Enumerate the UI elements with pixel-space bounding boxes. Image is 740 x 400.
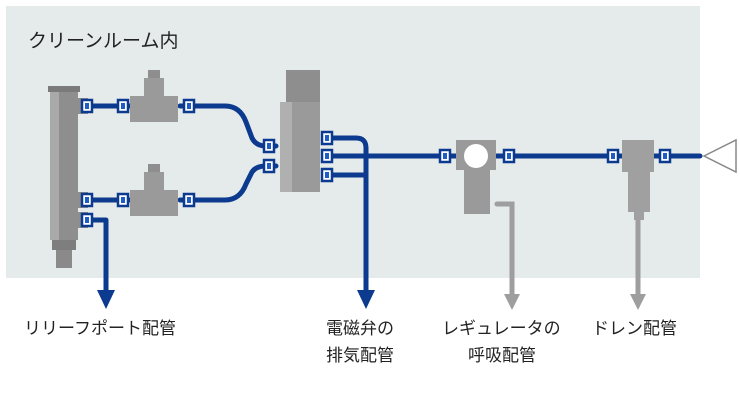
label-regulator-breather-2: 呼吸配管 <box>468 346 536 366</box>
label-solenoid-exhaust-2: 排気配管 <box>326 346 394 366</box>
relief-valve <box>48 86 88 268</box>
regulator-breather-pipe <box>494 201 515 299</box>
relief-port-pipe <box>85 217 109 295</box>
solenoid-valve <box>280 70 320 192</box>
label-regulator-breather-1: レギュレータの <box>442 319 561 339</box>
drain-arrow <box>630 294 646 310</box>
flow-controller-lower <box>130 164 178 216</box>
pipe-upper-to-solenoid <box>177 103 279 149</box>
label-drain: ドレン配管 <box>592 319 677 339</box>
pipe-lower-to-solenoid <box>177 163 279 203</box>
supply-source-icon <box>702 138 737 174</box>
label-relief-port: リリーフポート配管 <box>24 319 176 339</box>
solenoid-exhaust-pipe-upper <box>327 135 369 295</box>
relief-port-arrow <box>97 290 115 309</box>
regulator <box>456 140 496 214</box>
label-solenoid-exhaust-1: 電磁弁の <box>326 319 394 339</box>
drain-filter <box>622 140 654 220</box>
solenoid-exhaust-arrow <box>357 290 375 309</box>
cleanroom-title: クリーンルーム内 <box>28 30 178 52</box>
flow-controller-upper <box>130 70 178 122</box>
cleanroom-area <box>6 6 700 278</box>
regulator-gauge <box>462 142 490 170</box>
regulator-breather-arrow <box>504 294 520 310</box>
gray-pipes <box>494 201 641 299</box>
